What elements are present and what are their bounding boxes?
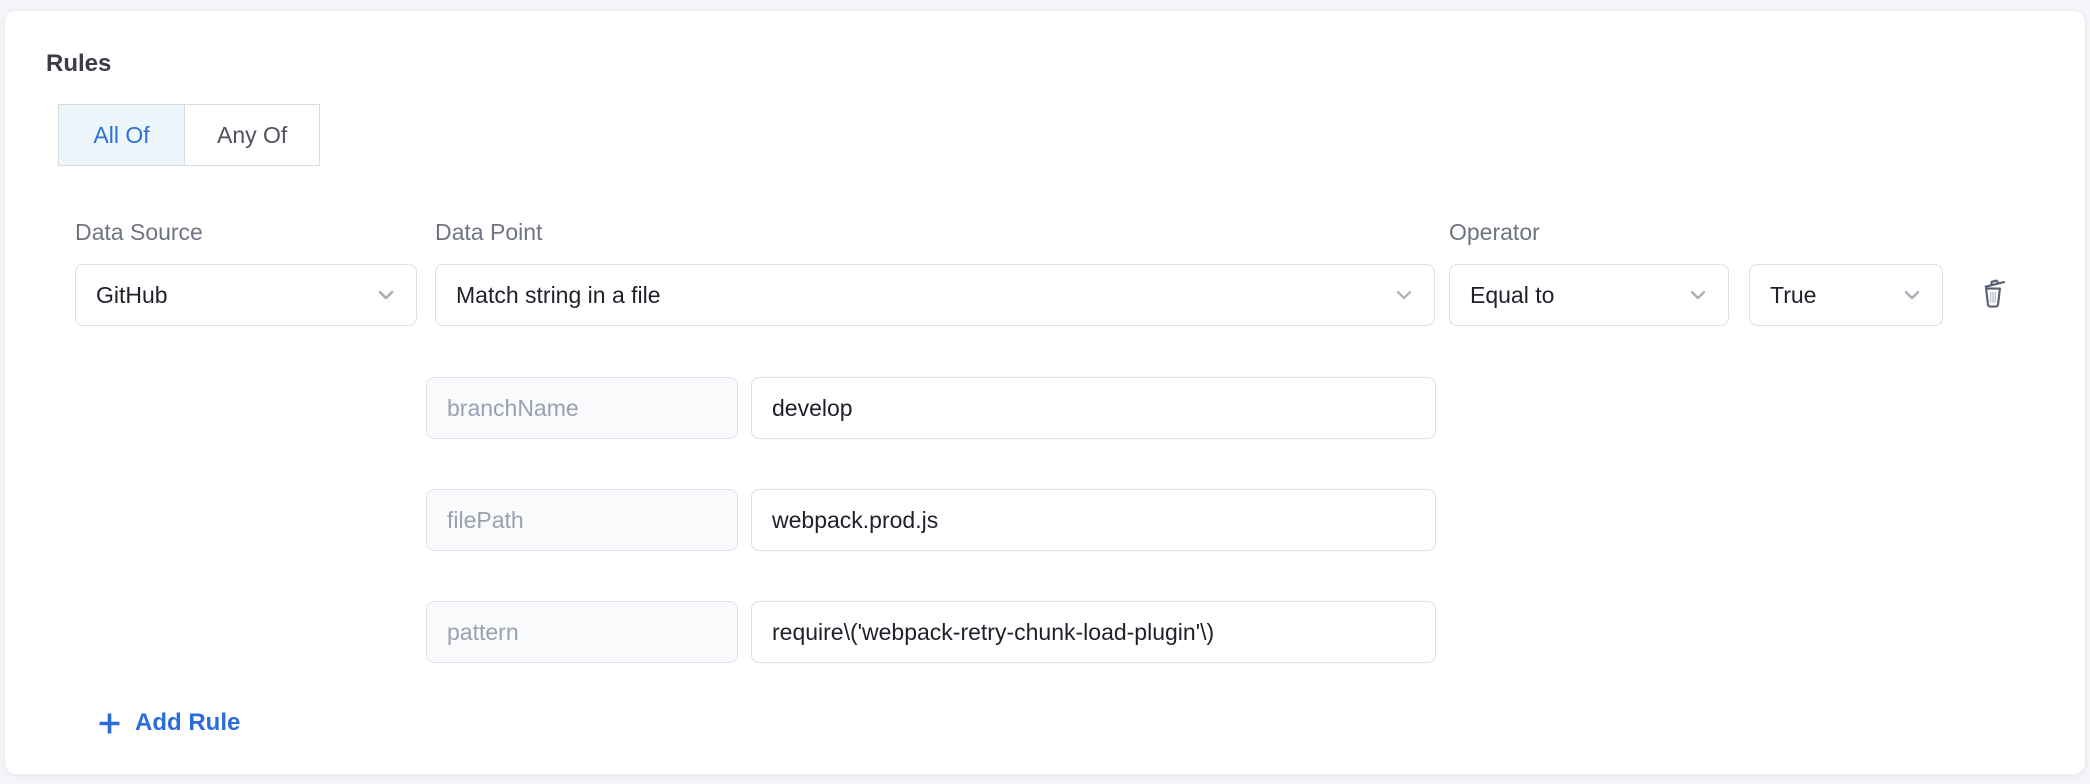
data-point-field: Data Point Match string in a file: [435, 218, 1435, 326]
param-value-branch-name[interactable]: [751, 377, 1436, 439]
toggle-all-of[interactable]: All Of: [58, 104, 185, 166]
data-point-value: Match string in a file: [456, 281, 661, 308]
data-point-select[interactable]: Match string in a file: [435, 264, 1435, 326]
data-source-select[interactable]: GitHub: [75, 264, 417, 326]
rules-card: Rules All Of Any Of Data Source GitHub: [4, 10, 2086, 775]
chevron-down-icon: [1690, 291, 1706, 300]
add-rule-button[interactable]: Add Rule: [96, 709, 240, 737]
operand-field: True: [1749, 264, 1943, 326]
param-value-pattern[interactable]: [751, 601, 1436, 663]
param-name-file-path: filePath: [426, 489, 738, 551]
data-source-label: Data Source: [75, 219, 203, 245]
rules-heading: Rules: [46, 50, 112, 77]
operand-value: True: [1770, 281, 1817, 308]
param-name-branch-name: branchName: [426, 377, 738, 439]
toggle-all-of-label: All Of: [93, 121, 150, 148]
operator-label: Operator: [1449, 219, 1540, 245]
param-row-pattern: pattern: [426, 601, 2085, 663]
chevron-down-icon: [378, 290, 394, 300]
data-point-label: Data Point: [435, 219, 543, 245]
plus-icon: [99, 713, 120, 733]
toggle-any-of-label: Any Of: [217, 121, 288, 148]
delete-rule-button[interactable]: [1973, 273, 2013, 313]
chevron-down-icon: [1396, 291, 1412, 300]
operator-field: Operator Equal to: [1449, 218, 1729, 326]
rule-row: Data Source GitHub Data Point Match stri…: [75, 218, 2085, 326]
add-rule-label: Add Rule: [135, 709, 241, 736]
chevron-down-icon: [1904, 291, 1920, 300]
param-row-branch-name: branchName: [426, 377, 2085, 439]
operator-value: Equal to: [1470, 281, 1555, 308]
data-source-value: GitHub: [96, 281, 168, 308]
param-value-file-path[interactable]: [751, 489, 1436, 551]
param-name-pattern: pattern: [426, 601, 738, 663]
toggle-any-of[interactable]: Any Of: [185, 104, 321, 166]
operand-select[interactable]: True: [1749, 264, 1943, 326]
trash-icon: [1984, 279, 2006, 308]
operator-select[interactable]: Equal to: [1449, 264, 1729, 326]
match-mode-toggle: All Of Any Of: [58, 104, 321, 166]
data-source-field: Data Source GitHub: [75, 218, 417, 326]
param-row-file-path: filePath: [426, 489, 2085, 551]
